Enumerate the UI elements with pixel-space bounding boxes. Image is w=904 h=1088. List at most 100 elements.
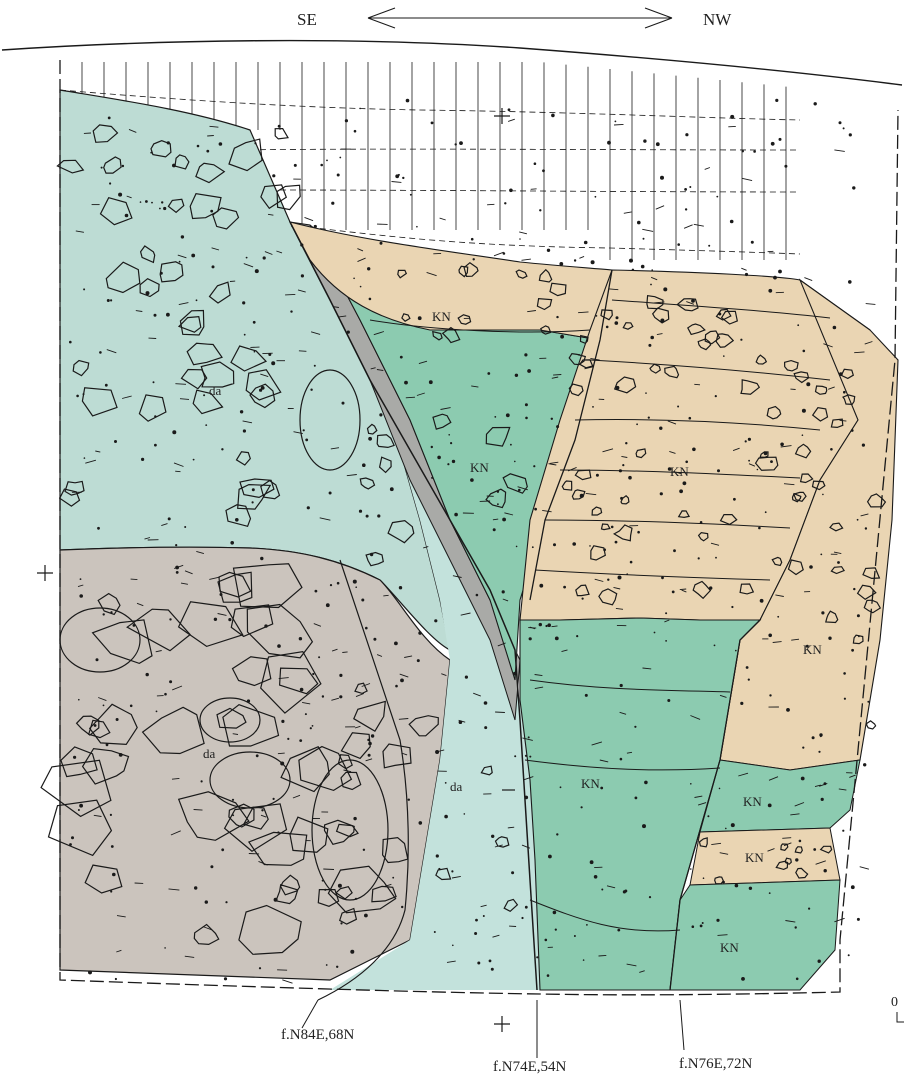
grain-dot: [643, 238, 645, 240]
grain-dot: [253, 321, 256, 324]
grain-dot: [534, 162, 537, 165]
grain-dot: [862, 444, 865, 447]
grain-dot: [281, 720, 284, 723]
grain-dot: [417, 659, 420, 662]
grain-dot: [305, 713, 307, 715]
grain-dot: [585, 694, 588, 697]
grain-dot: [690, 783, 692, 785]
grain-dot: [450, 442, 452, 444]
grain-dot: [71, 836, 74, 839]
grain-dot: [616, 316, 619, 319]
grain-dot: [259, 967, 261, 969]
grain-dot: [347, 331, 350, 334]
grain-dot: [345, 119, 348, 122]
grain-dot: [274, 898, 278, 902]
grain-dot: [692, 925, 695, 928]
grain-dot: [576, 635, 578, 637]
grain-dot: [527, 369, 531, 373]
unit-label-kn: KN: [743, 794, 762, 810]
grain-dot: [659, 427, 662, 430]
grain-dot: [644, 781, 648, 785]
grain-dot: [96, 658, 99, 661]
grain-dot: [812, 736, 815, 739]
grain-dot: [79, 594, 83, 598]
grain-dot: [153, 381, 155, 383]
grain-dot: [159, 208, 161, 210]
grain-dot: [820, 554, 822, 556]
grain-dot: [339, 695, 342, 698]
grain-dot: [470, 478, 474, 482]
grain-dot: [548, 855, 552, 859]
grain-dot: [83, 288, 85, 290]
grain-dot: [618, 576, 622, 580]
grain-dot: [103, 705, 105, 707]
grain-dot: [78, 809, 80, 811]
grain-dot: [691, 299, 695, 303]
grain-dot: [718, 313, 721, 316]
sediment-dash: [278, 753, 285, 754]
grain-dot: [244, 334, 246, 336]
grain-dot: [367, 267, 370, 270]
grain-dot: [642, 824, 646, 828]
fault-label-n74e: f.N74E,54N: [493, 1059, 566, 1076]
grain-dot: [848, 954, 850, 956]
grain-dot: [294, 164, 297, 167]
grain-dot: [525, 417, 528, 420]
grain-dot: [361, 599, 364, 602]
grain-dot: [228, 618, 231, 621]
grain-dot: [521, 917, 523, 919]
grain-dot: [69, 843, 72, 846]
grain-dot: [140, 201, 142, 203]
grain-dot: [539, 209, 541, 211]
grain-dot: [843, 672, 846, 675]
grain-dot: [156, 711, 158, 713]
grain-dot: [524, 353, 527, 356]
grain-dot: [252, 501, 254, 503]
sediment-dash: [383, 595, 388, 596]
grain-dot: [795, 858, 798, 861]
grain-dot: [578, 354, 580, 356]
grain-dot: [115, 978, 117, 980]
grain-dot: [665, 612, 667, 614]
grain-dot: [445, 782, 447, 784]
grain-dot: [843, 391, 846, 394]
unit-label-kn: KN: [745, 850, 764, 866]
grain-dot: [656, 142, 660, 146]
grain-dot: [677, 406, 679, 408]
grain-dot: [551, 418, 553, 420]
grain-dot: [858, 636, 860, 638]
grain-dot: [447, 463, 449, 465]
grain-dot: [730, 115, 734, 119]
grain-dot: [379, 413, 382, 416]
grain-dot: [719, 788, 721, 790]
grain-dot: [475, 919, 478, 922]
scale-zero-label: 0: [891, 995, 898, 1011]
grain-dot: [340, 922, 342, 924]
grain-dot: [206, 150, 209, 153]
grain-dot: [751, 241, 754, 244]
grain-dot: [201, 780, 203, 782]
grain-dot: [254, 351, 256, 353]
grain-dot: [545, 939, 548, 942]
grain-dot: [769, 694, 771, 696]
grain-dot: [574, 935, 576, 937]
grain-dot: [806, 382, 810, 386]
grain-dot: [634, 726, 636, 728]
grain-dot: [828, 637, 831, 640]
grain-dot: [254, 142, 256, 144]
grain-dot: [651, 269, 653, 271]
sediment-dash: [866, 304, 876, 305]
grain-dot: [796, 978, 799, 981]
grain-dot: [822, 494, 824, 496]
grain-dot: [465, 676, 468, 679]
sediment-dash: [680, 589, 686, 590]
grain-dot: [539, 623, 542, 626]
grain-dot: [130, 705, 133, 708]
sediment-dash: [782, 838, 791, 839]
grain-dot: [542, 169, 545, 172]
grain-dot: [377, 514, 380, 517]
grain-dot: [390, 487, 394, 491]
grain-dot: [760, 599, 764, 603]
grain-dot: [169, 618, 171, 620]
grain-dot: [400, 356, 403, 359]
